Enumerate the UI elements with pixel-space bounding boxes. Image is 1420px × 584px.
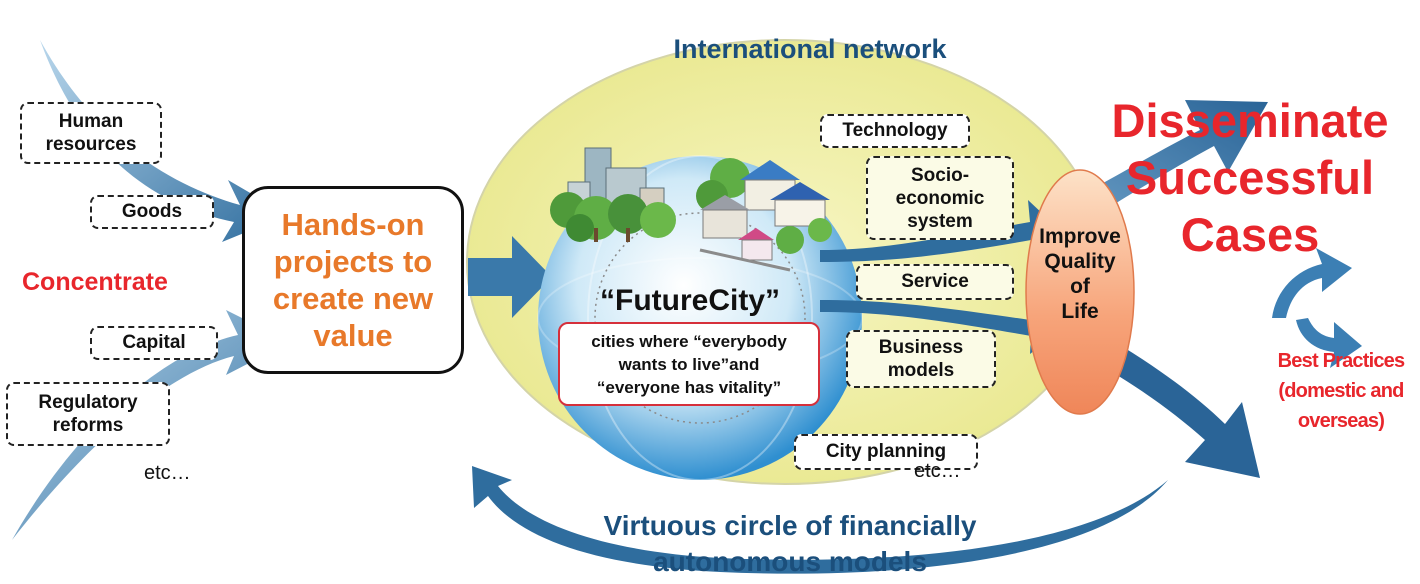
improve-quality-text: Improve Quality of Life (1026, 224, 1134, 324)
best-practices-line1: Best Practices (1277, 350, 1405, 372)
hands-on-line3: create new (272, 281, 434, 316)
disseminate-heading: Disseminate Successful Cases (1082, 92, 1418, 263)
socio-economic-line1: Socio- (910, 164, 970, 186)
exchange-arrow-top (1272, 248, 1352, 318)
exchange-arrow-bottom (1296, 318, 1362, 368)
futurecity-label: “FutureCity” (600, 284, 780, 317)
socio-economic-line2: economic (895, 187, 985, 209)
right-etc-label: etc… (914, 460, 961, 482)
human-resources-line2: resources (45, 134, 137, 155)
hands-on-arrow (468, 236, 552, 318)
regulatory-reforms-line2: reforms (52, 415, 124, 436)
cities-desc-line1: cities where “everybody (591, 331, 787, 351)
city-planning-box: City planning (794, 434, 978, 470)
regulatory-reforms-box: Regulatory reforms (6, 382, 170, 446)
disseminate-line3: Cases (1180, 208, 1320, 261)
hands-on-line4: value (313, 318, 393, 353)
capital-box: Capital (90, 326, 218, 360)
left-etc-label: etc… (144, 462, 191, 484)
human-resources-box: Human resources (20, 102, 162, 164)
concentrate-label: Concentrate (22, 268, 168, 296)
best-practices-line3: overseas) (1297, 410, 1385, 432)
virtuous-line1: Virtuous circle of financially (603, 510, 977, 541)
virtuous-line2: autonomous models (653, 546, 927, 577)
socio-economic-line3: system (907, 210, 973, 232)
disseminate-line1: Disseminate (1111, 94, 1389, 147)
improve-line4: Life (1061, 300, 1099, 323)
hands-on-line2: projects to (273, 244, 433, 279)
international-network-title: International network (673, 34, 947, 64)
technology-box: Technology (820, 114, 970, 148)
improve-line1: Improve (1039, 225, 1121, 248)
business-models-line2: models (887, 360, 955, 381)
hands-on-line1: Hands-on (281, 207, 425, 242)
city-buildings-illustration (550, 147, 676, 242)
feedback-arrow (472, 466, 1168, 574)
service-arrow-lower (820, 300, 1062, 354)
best-practices-label: Best Practices (domestic and overseas) (1262, 346, 1420, 436)
regulatory-reforms-line1: Regulatory (38, 392, 138, 413)
business-models-box: Business models (846, 330, 996, 388)
cities-desc-line2: wants to live”and (618, 354, 760, 374)
improve-line3: of (1070, 275, 1090, 298)
goods-box: Goods (90, 195, 214, 229)
socio-economic-box: Socio- economic system (866, 156, 1014, 240)
hands-on-projects-box: Hands-on projects to create new value (242, 186, 464, 374)
virtuous-circle-label: Virtuous circle of financially autonomou… (560, 508, 1020, 580)
human-resources-line1: Human (58, 111, 124, 132)
disseminate-line2: Successful (1125, 151, 1375, 204)
improve-line2: Quality (1044, 250, 1116, 273)
houses-illustration (696, 158, 832, 272)
cities-description-box: cities where “everybody wants to live”an… (558, 322, 820, 406)
business-models-line1: Business (878, 337, 964, 358)
best-practices-line2: (domestic and (1278, 380, 1404, 402)
improve-quality-ellipse (1025, 169, 1135, 415)
service-box: Service (856, 264, 1014, 300)
cities-desc-line3: “everyone has vitality” (596, 377, 782, 397)
